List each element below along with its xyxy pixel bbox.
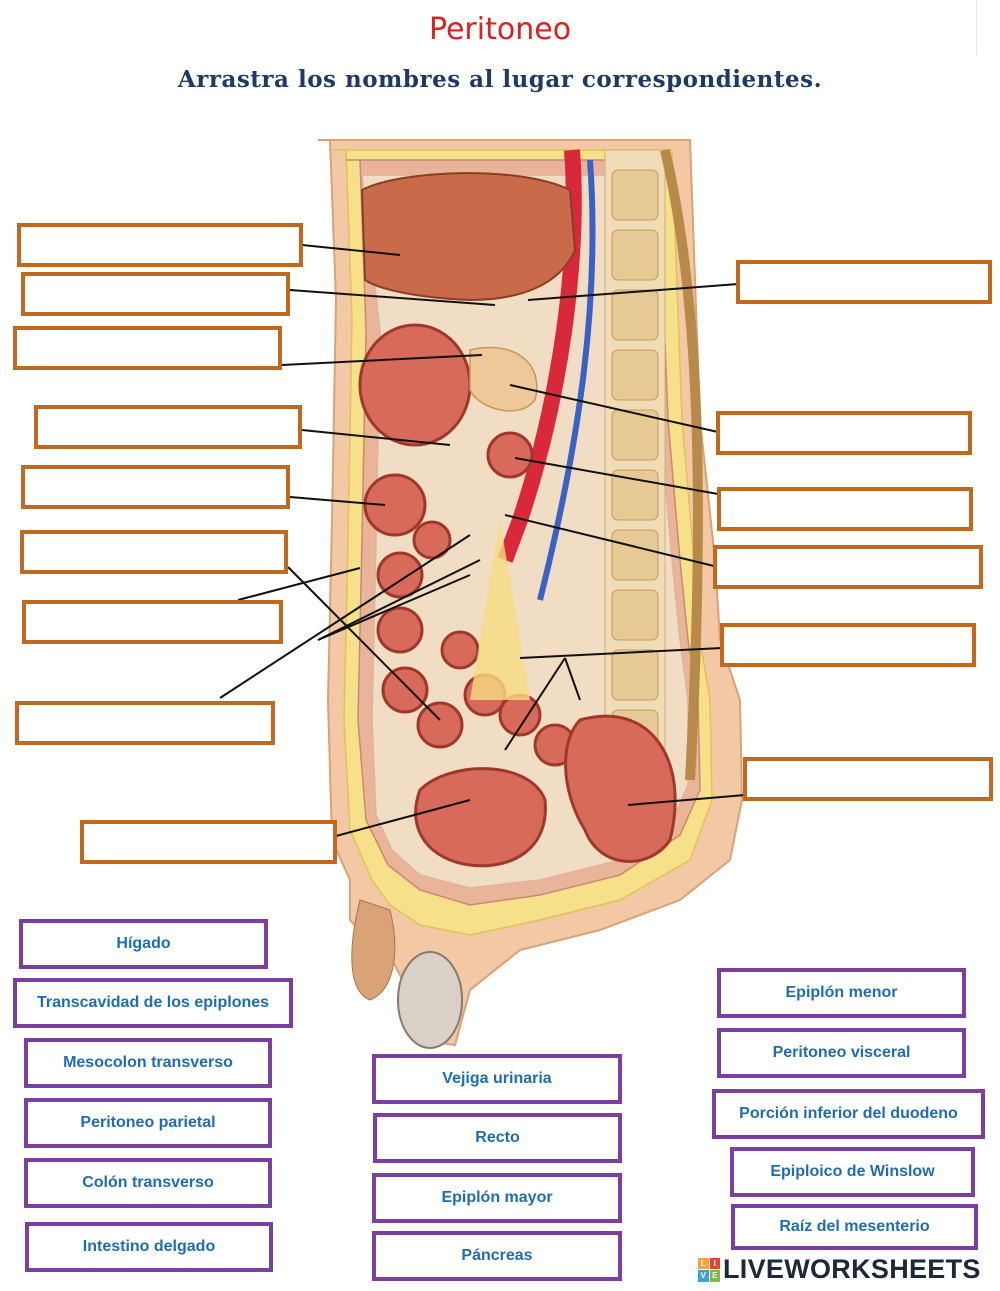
word-mesocolon-transverso[interactable]: Mesocolon transverso bbox=[24, 1038, 272, 1088]
word-epiplon-mayor[interactable]: Epiplón mayor bbox=[372, 1173, 622, 1223]
word-recto[interactable]: Recto bbox=[373, 1113, 622, 1163]
instruction-text: Arrastra los nombres al lugar correspond… bbox=[177, 66, 823, 93]
aorta-shape bbox=[497, 149, 582, 563]
drop-target-9[interactable] bbox=[80, 820, 337, 864]
word-epiploico-winslow[interactable]: Epiploico de Winslow bbox=[730, 1147, 975, 1197]
word-epiplon-menor[interactable]: Epiplón menor bbox=[717, 968, 966, 1018]
drop-target-8[interactable] bbox=[15, 701, 275, 745]
liver-shape bbox=[360, 172, 577, 302]
bladder-shape bbox=[414, 767, 547, 868]
rectum-shape bbox=[564, 714, 677, 863]
drop-target-13[interactable] bbox=[713, 545, 983, 589]
word-intestino-delgado[interactable]: Intestino delgado bbox=[25, 1222, 273, 1272]
word-transcavidad[interactable]: Transcavidad de los epiplones bbox=[13, 978, 293, 1028]
header-divider bbox=[976, 0, 977, 55]
drop-target-6[interactable] bbox=[20, 530, 288, 574]
drop-target-1[interactable] bbox=[17, 223, 303, 267]
word-colon-transverso[interactable]: Colón transverso bbox=[24, 1158, 272, 1208]
drop-target-15[interactable] bbox=[743, 757, 993, 801]
drop-target-7[interactable] bbox=[22, 600, 283, 644]
drop-target-4[interactable] bbox=[34, 405, 302, 449]
drop-target-11[interactable] bbox=[716, 411, 972, 455]
drop-target-10[interactable] bbox=[736, 260, 992, 304]
liveworksheets-logo: L I V E LIVEWORKSHEETS bbox=[698, 1254, 981, 1285]
drop-target-2[interactable] bbox=[21, 272, 290, 316]
word-peritoneo-parietal[interactable]: Peritoneo parietal bbox=[24, 1098, 272, 1148]
page-title: Peritoneo bbox=[428, 12, 572, 47]
liveworksheets-mark-icon: L I V E bbox=[698, 1257, 720, 1282]
word-higado[interactable]: Hígado bbox=[19, 919, 268, 969]
stomach-shape bbox=[358, 323, 472, 447]
word-raiz-mesenterio[interactable]: Raíz del mesenterio bbox=[731, 1204, 978, 1250]
word-vejiga-urinaria[interactable]: Vejiga urinaria bbox=[372, 1054, 622, 1104]
drop-target-3[interactable] bbox=[13, 326, 282, 370]
word-porcion-inferior-duodeno[interactable]: Porción inferior del duodeno bbox=[712, 1089, 985, 1139]
leader-lines bbox=[219, 244, 746, 837]
brand-name: LIVEWORKSHEETS bbox=[723, 1254, 981, 1284]
drop-target-14[interactable] bbox=[720, 623, 976, 667]
word-pancreas[interactable]: Páncreas bbox=[372, 1231, 622, 1281]
word-peritoneo-visceral[interactable]: Peritoneo visceral bbox=[717, 1028, 966, 1078]
drop-target-5[interactable] bbox=[21, 465, 290, 509]
drop-target-12[interactable] bbox=[717, 487, 973, 531]
spine-shape bbox=[604, 148, 703, 791]
